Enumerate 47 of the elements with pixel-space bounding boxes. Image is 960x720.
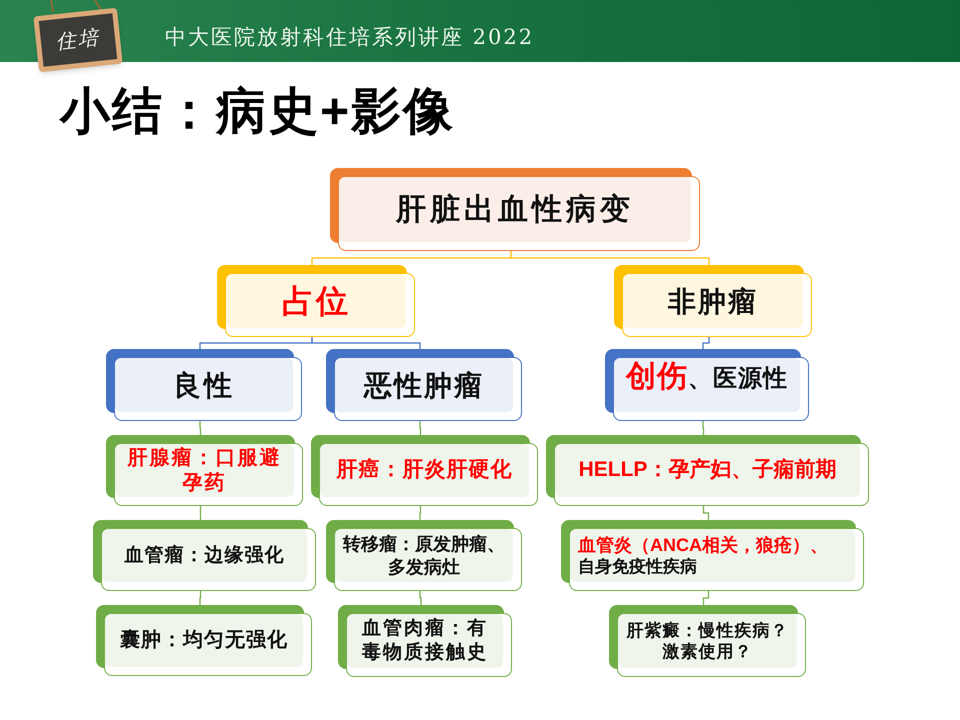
box-label: 良性 <box>173 368 235 402</box>
sign-text: 住培 <box>54 26 102 56</box>
connector-line <box>200 506 202 520</box>
box-label: 肝癌：肝炎肝硬化 <box>336 457 512 484</box>
page-title: 小结：病史+影像 <box>60 82 456 141</box>
connector-line <box>419 506 422 520</box>
org-chart-box <box>326 349 522 421</box>
connector-line <box>199 421 202 435</box>
box-label: 肝紫癜：慢性疾病？激素使用？ <box>626 620 789 662</box>
connector-line <box>702 506 710 520</box>
org-chart-box <box>326 520 522 591</box>
connector-line <box>702 337 710 349</box>
box-label: 占位 <box>282 282 350 321</box>
box-label: 自身免疫性疾病 <box>578 556 697 578</box>
box-label: 、医源性 <box>688 364 788 394</box>
box-label: 血管肉瘤：有毒物质接触史 <box>361 617 489 665</box>
box-label: 血管炎（ANCA相关，狼疮）、 <box>578 534 828 556</box>
box-label: 血管瘤：边缘强化 <box>124 544 284 568</box>
box-label: 转移瘤：原发肿瘤、多发病灶 <box>342 533 506 578</box>
org-chart-box <box>96 605 312 676</box>
connector-line <box>199 591 202 605</box>
org-chart-box <box>605 349 809 421</box>
org-chart-box <box>546 435 869 506</box>
org-chart-box <box>93 520 316 591</box>
org-chart-box <box>106 349 302 421</box>
box-label: 肝腺瘤：口服避孕药 <box>126 446 282 496</box>
org-chart-box <box>217 265 415 337</box>
connector-line <box>702 421 704 435</box>
box-label: 囊肿：均匀无强化 <box>120 628 288 653</box>
org-chart-box <box>614 265 812 337</box>
org-chart-box <box>311 435 538 506</box>
connector-line <box>311 337 421 349</box>
connector-line <box>702 591 710 605</box>
org-chart-box <box>338 605 512 677</box>
connector-line <box>419 591 422 605</box>
org-chart-box <box>330 168 700 251</box>
connector-line <box>510 251 710 265</box>
box-label: 肝脏出血性病变 <box>396 192 634 228</box>
box-label: 非肿瘤 <box>668 284 758 318</box>
connector-line <box>419 421 422 435</box>
box-label: HELLP：孕产妇、子痫前期 <box>578 457 836 484</box>
header-title: 中大医院放射科住培系列讲座 2022 <box>165 24 534 51</box>
box-label: 恶性肿瘤 <box>364 368 484 402</box>
org-chart-box <box>561 520 864 591</box>
box-label: 创伤 <box>626 359 688 395</box>
org-chart-box <box>106 435 303 506</box>
org-chart-box <box>609 605 806 677</box>
